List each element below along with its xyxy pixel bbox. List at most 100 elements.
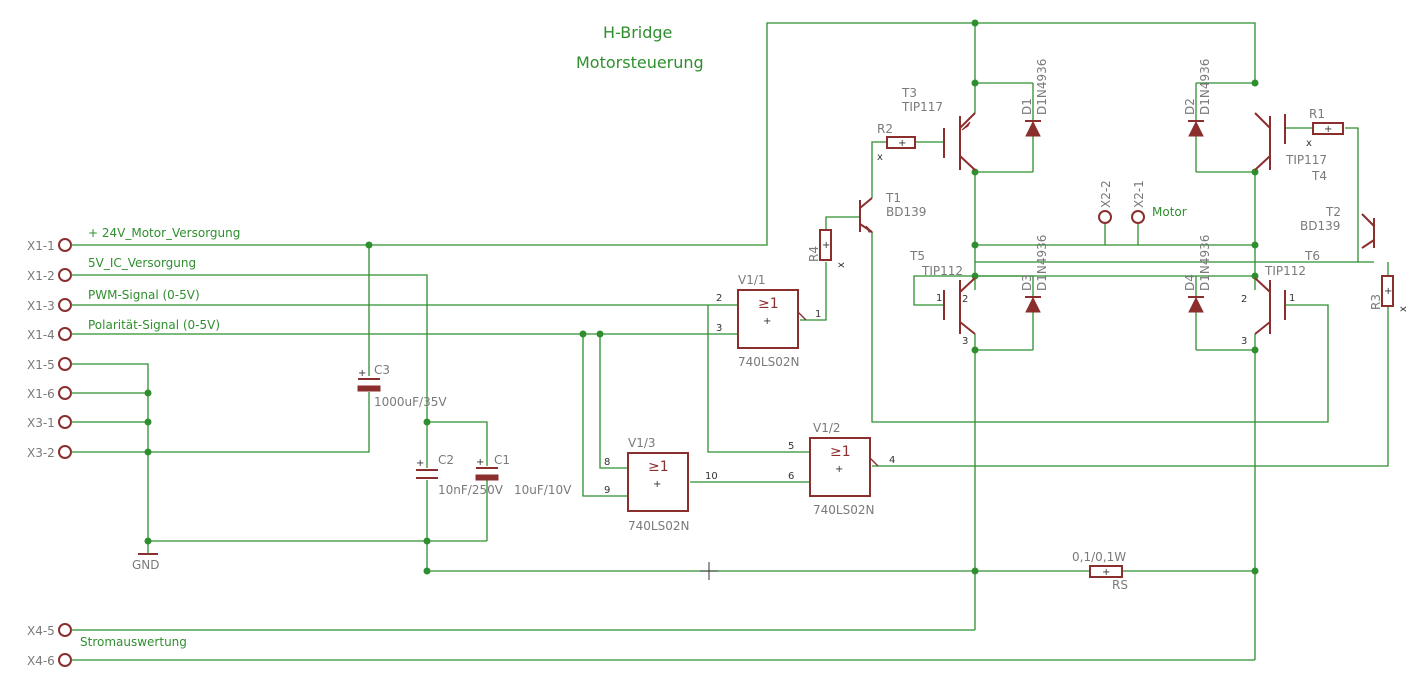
connector-x1-1: X1-1 (27, 238, 72, 253)
svg-text:D4: D4 (1183, 274, 1197, 291)
svg-text:D3: D3 (1020, 274, 1034, 291)
svg-text:T1: T1 (885, 191, 901, 205)
gate-v1-1: ≥1 + V1/1 740LS02N 2 3 1 (716, 273, 821, 369)
svg-text:R3: R3 (1369, 294, 1383, 310)
connector-x1-2: X1-2 (27, 268, 72, 283)
svg-text:V1/1: V1/1 (738, 273, 766, 287)
connector-x1-4: X1-4 (27, 327, 72, 342)
svg-text:BD139: BD139 (886, 205, 926, 219)
diode-d4: D4 D1N4936 (1183, 235, 1212, 313)
svg-text:2: 2 (962, 294, 968, 305)
transistor-t6: T6 TIP112 1 2 3 (1241, 249, 1320, 347)
svg-text:X1-5: X1-5 (27, 358, 55, 372)
resistor-r1: + R1 x (1306, 107, 1344, 149)
transistor-t2: T2 BD139 (1300, 205, 1375, 249)
net-label-motor-supply: + 24V_Motor_Versorgung (88, 226, 240, 240)
svg-text:X4-6: X4-6 (27, 654, 55, 668)
resistor-r3: + R3 x (1369, 275, 1409, 312)
svg-text:C2: C2 (438, 453, 454, 467)
svg-text:R2: R2 (877, 122, 893, 136)
svg-text:X2-2: X2-2 (1099, 180, 1113, 208)
svg-text:+: + (822, 240, 830, 251)
svg-text:4: 4 (889, 455, 895, 466)
svg-text:X3-1: X3-1 (27, 416, 55, 430)
svg-text:x: x (1398, 306, 1409, 312)
svg-text:T5: T5 (909, 249, 925, 263)
title-line-2: Motorsteuerung (576, 53, 704, 72)
svg-text:C1: C1 (494, 453, 510, 467)
svg-text:X1-2: X1-2 (27, 269, 55, 283)
connector-x1-3: X1-3 (27, 298, 72, 313)
svg-text:TIP112: TIP112 (921, 264, 963, 278)
resistor-r2: + R2 x (877, 122, 916, 163)
svg-text:8: 8 (604, 457, 610, 468)
net-label-ic-supply: 5V_IC_Versorgung (88, 256, 196, 270)
capacitor-c3: + C3 1000uF/35V (357, 363, 447, 409)
svg-text:≥1: ≥1 (830, 444, 851, 460)
diode-d3: D3 D1N4936 (1020, 235, 1049, 313)
svg-text:T3: T3 (901, 86, 917, 100)
svg-text:0,1/0,1W: 0,1/0,1W (1072, 550, 1126, 564)
net-label-current: Stromauswertung (80, 635, 187, 649)
svg-text:X1-6: X1-6 (27, 387, 55, 401)
transistor-t1: T1 BD139 (859, 191, 926, 233)
connector-x1-5: X1-5 (27, 357, 72, 372)
svg-text:≥1: ≥1 (648, 459, 669, 475)
wires (71, 22, 1389, 661)
svg-text:x: x (836, 262, 847, 268)
svg-text:740LS02N: 740LS02N (813, 503, 874, 517)
transistor-t3: T3 TIP117 (901, 86, 976, 171)
svg-text:1: 1 (936, 293, 942, 304)
svg-text:740LS02N: 740LS02N (738, 355, 799, 369)
svg-text:T2: T2 (1325, 205, 1341, 219)
svg-text:+: + (835, 464, 843, 475)
svg-text:10uF/10V: 10uF/10V (514, 483, 572, 497)
svg-text:+: + (476, 457, 484, 468)
svg-text:R4: R4 (807, 246, 821, 262)
svg-text:≥1: ≥1 (758, 296, 779, 312)
capacitor-c1: + C1 10uF/10V (475, 453, 572, 497)
title-line-1: H-Bridge (603, 23, 672, 42)
junctions (144, 19, 1259, 575)
svg-text:+: + (358, 368, 366, 379)
crosshair-cursor-icon (700, 562, 718, 580)
svg-text:+: + (416, 458, 424, 469)
svg-text:D2: D2 (1183, 98, 1197, 115)
svg-text:X1-1: X1-1 (27, 239, 55, 253)
connector-x4-6: X4-6 (27, 653, 72, 668)
svg-text:T6: T6 (1304, 249, 1320, 263)
connector-x2-2: X2-2 (1098, 180, 1113, 224)
svg-text:X4-5: X4-5 (27, 624, 55, 638)
svg-text:2: 2 (1241, 294, 1247, 305)
svg-text:D1: D1 (1020, 98, 1034, 115)
svg-text:T4: T4 (1311, 169, 1327, 183)
svg-text:6: 6 (788, 471, 794, 482)
svg-text:9: 9 (604, 485, 610, 496)
svg-text:1000uF/35V: 1000uF/35V (374, 395, 447, 409)
svg-text:+: + (1102, 567, 1110, 578)
connector-x2-1: X2-1 (1131, 180, 1146, 224)
svg-text:X1-4: X1-4 (27, 328, 55, 342)
net-label-pwm: PWM-Signal (0-5V) (88, 288, 200, 302)
gate-v1-3: ≥1 + V1/3 740LS02N 8 9 10 (604, 436, 718, 533)
svg-text:10nF/250V: 10nF/250V (438, 483, 504, 497)
diode-d1: D1 D1N4936 (1020, 59, 1049, 137)
svg-text:C3: C3 (374, 363, 390, 377)
net-label-motor: Motor (1152, 205, 1187, 219)
svg-text:3: 3 (962, 336, 968, 347)
svg-text:+: + (1324, 124, 1332, 135)
ground-symbol: GND (132, 553, 160, 572)
svg-text:X3-2: X3-2 (27, 446, 55, 460)
svg-text:+: + (898, 138, 906, 149)
capacitor-c2: + C2 10nF/250V (416, 453, 504, 497)
svg-text:1: 1 (1289, 293, 1295, 304)
svg-text:TIP117: TIP117 (1285, 153, 1327, 167)
resistor-rs: + 0,1/0,1W RS (1072, 550, 1128, 592)
svg-text:3: 3 (1241, 336, 1247, 347)
svg-text:X2-1: X2-1 (1132, 180, 1146, 208)
svg-text:+: + (1384, 286, 1392, 297)
svg-text:+: + (763, 316, 771, 327)
svg-text:5: 5 (788, 441, 794, 452)
connector-x3-1: X3-1 (27, 415, 72, 430)
